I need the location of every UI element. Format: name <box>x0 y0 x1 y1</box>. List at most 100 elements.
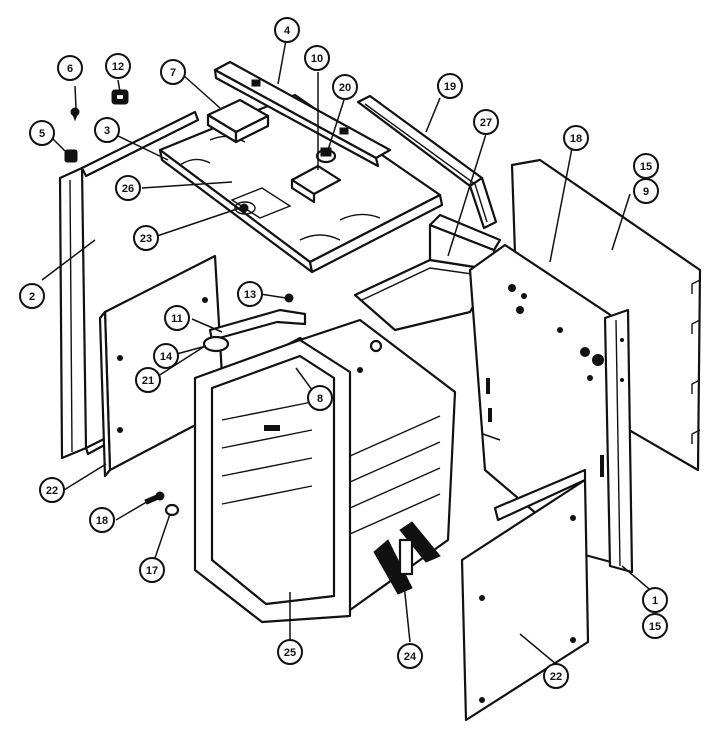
callout-label: 22 <box>550 671 562 683</box>
callout-c25: 25 <box>277 639 303 665</box>
callout-label: 7 <box>170 67 176 79</box>
callout-c22a: 22 <box>39 477 65 503</box>
callout-circle <box>89 507 115 533</box>
callout-c19: 19 <box>437 73 463 99</box>
callout-c4: 4 <box>274 17 300 43</box>
top-rail-part-4 <box>213 60 392 168</box>
callout-label: 18 <box>570 133 582 145</box>
callout-c13: 13 <box>237 281 263 307</box>
callout-label: 21 <box>142 375 154 387</box>
callout-circle <box>39 477 65 503</box>
callout-circle <box>274 17 300 43</box>
callout-label: 24 <box>404 651 417 663</box>
callout-c23: 23 <box>133 225 159 251</box>
callout-c5: 5 <box>29 120 55 146</box>
rear-cover-part-22 <box>460 468 590 722</box>
callout-c26: 26 <box>115 175 141 201</box>
callout-circle <box>304 45 330 71</box>
switch-part-20 <box>315 147 337 164</box>
callout-circle <box>105 53 131 79</box>
bracket-part-10 <box>290 164 342 204</box>
front-trim-right-part-1 <box>603 308 634 574</box>
clip-part-5 <box>64 149 78 163</box>
callout-label: 14 <box>160 351 173 363</box>
clip-part-12 <box>111 89 129 105</box>
callout-c9: 9 <box>633 178 659 204</box>
callout-label: 27 <box>480 117 492 129</box>
callout-c1: 1 <box>642 587 668 613</box>
callout-circle <box>473 109 499 135</box>
leader-lines <box>41 39 656 665</box>
callout-c7: 7 <box>160 59 186 85</box>
hinge-part-24 <box>373 521 441 595</box>
callout-circle <box>642 587 668 613</box>
callout-c6: 6 <box>57 55 83 81</box>
junction-box-part-7 <box>206 98 270 144</box>
callout-label: 5 <box>39 128 45 140</box>
callout-label: 23 <box>140 233 152 245</box>
callout-circle <box>332 74 358 100</box>
callout-c2: 2 <box>19 283 45 309</box>
callout-label: 6 <box>67 63 73 75</box>
nut-part-17 <box>164 503 180 517</box>
callout-label: 25 <box>284 647 296 659</box>
knob-part-14 <box>202 335 230 353</box>
callout-label: 22 <box>46 485 58 497</box>
callout-c12: 12 <box>105 53 131 79</box>
callout-c20: 20 <box>332 74 358 100</box>
callout-label: 12 <box>112 61 124 73</box>
callout-circle <box>19 283 45 309</box>
callout-circle <box>237 281 263 307</box>
callout-circle <box>29 120 55 146</box>
callout-circle <box>633 153 659 179</box>
callout-circle <box>164 305 190 331</box>
callout-circle <box>437 73 463 99</box>
callout-circle <box>57 55 83 81</box>
callout-label: 3 <box>104 125 110 137</box>
callout-circle <box>133 225 159 251</box>
callout-c27: 27 <box>473 109 499 135</box>
callout-label: 13 <box>244 289 256 301</box>
callout-label: 9 <box>643 186 649 198</box>
callout-c11: 11 <box>164 305 190 331</box>
screw-part-6 <box>70 107 80 122</box>
callout-circle <box>642 613 668 639</box>
callout-c22b: 22 <box>543 663 569 689</box>
callout-label: 10 <box>311 53 323 65</box>
callout-circle <box>139 557 165 583</box>
callout-c18b: 18 <box>89 507 115 533</box>
callout-label: 17 <box>146 565 158 577</box>
callout-c24: 24 <box>397 643 423 669</box>
callout-c18a: 18 <box>563 125 589 151</box>
callout-label: 1 <box>652 595 658 607</box>
callout-c10: 10 <box>304 45 330 71</box>
callout-label: 15 <box>649 621 661 633</box>
callout-circle <box>307 385 333 411</box>
bracket-part-11 <box>208 308 307 342</box>
callout-c3: 3 <box>94 117 120 143</box>
callout-label: 19 <box>444 81 456 93</box>
callout-circle <box>135 367 161 393</box>
screw-part-13 <box>284 293 294 303</box>
vent-duct-part-27 <box>353 213 502 332</box>
callout-circle <box>115 175 141 201</box>
callout-circle <box>153 343 179 369</box>
callout-circle <box>160 59 186 85</box>
screw-part-18 <box>144 491 165 505</box>
callout-c15b: 15 <box>642 613 668 639</box>
callout-circle <box>94 117 120 143</box>
callout-circle <box>277 639 303 665</box>
oven-cavity-part <box>193 318 457 624</box>
callout-label: 15 <box>640 161 652 173</box>
callout-c8: 8 <box>307 385 333 411</box>
callout-label: 4 <box>284 25 291 37</box>
callout-label: 20 <box>339 82 351 94</box>
callout-label: 26 <box>122 183 134 195</box>
callout-circle <box>563 125 589 151</box>
callout-c17: 17 <box>139 557 165 583</box>
callout-label: 11 <box>171 313 183 325</box>
callout-label: 8 <box>317 393 323 405</box>
